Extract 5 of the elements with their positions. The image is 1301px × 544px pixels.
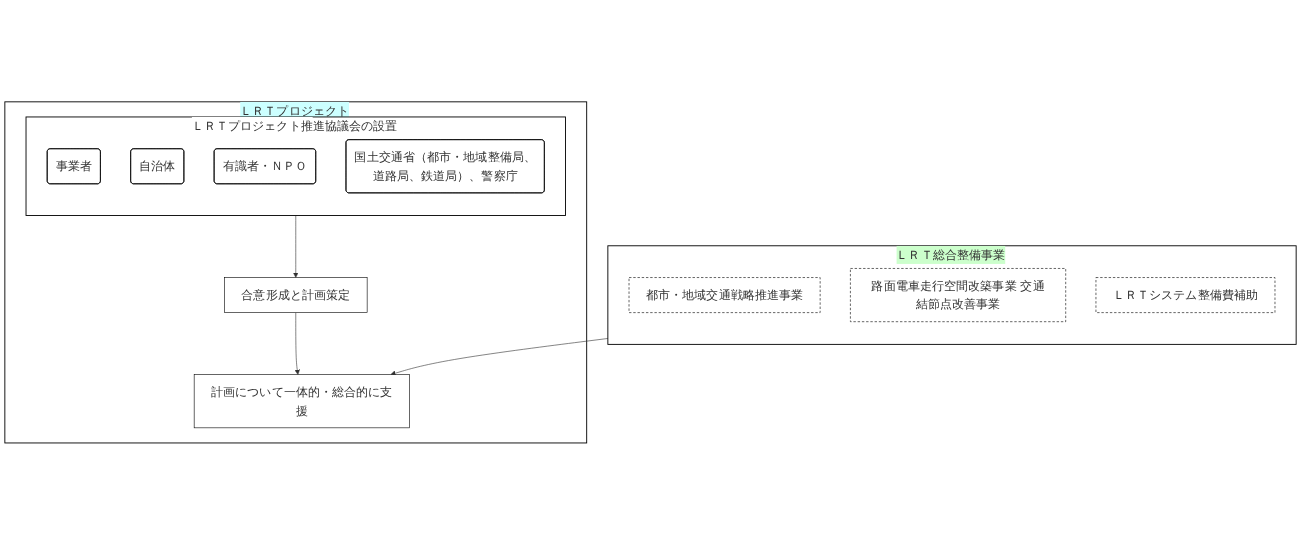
node-box: ＬＲＴシステム整備費補助 [1095, 276, 1276, 313]
node-box: 路面電車走行空間改築事業 交通結節点改善事業 [850, 267, 1066, 322]
node-box: 都市・地域交通戦略推進事業 [628, 276, 821, 313]
node-box: 計画について一体的・総合的に支援 [193, 373, 410, 428]
node-box: 合意形成と計画策定 [224, 276, 368, 313]
